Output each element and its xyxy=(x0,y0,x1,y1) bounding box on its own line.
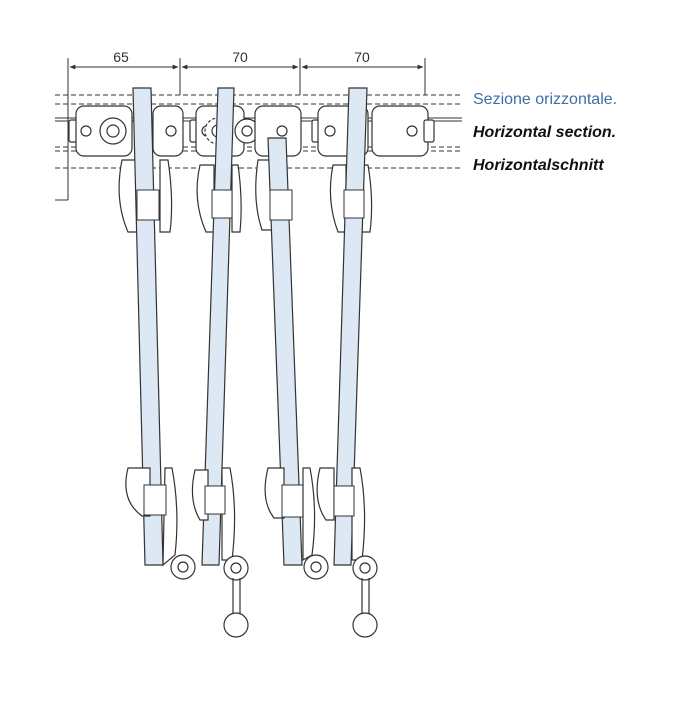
dimension-label: 65 xyxy=(113,49,129,65)
dimension-line xyxy=(67,58,426,200)
carriers xyxy=(68,105,435,157)
caption-italian: Sezione orizzontale. xyxy=(473,91,618,108)
panel-4 xyxy=(316,87,378,638)
panel-3 xyxy=(255,137,329,580)
panel-2 xyxy=(191,87,249,638)
dimension-label: 70 xyxy=(354,49,370,65)
caption-english: Horizontal section. xyxy=(473,124,617,141)
panel-1 xyxy=(118,87,196,580)
dimension-label: 70 xyxy=(232,49,248,65)
caption-german: Horizontalschnitt xyxy=(473,157,604,174)
